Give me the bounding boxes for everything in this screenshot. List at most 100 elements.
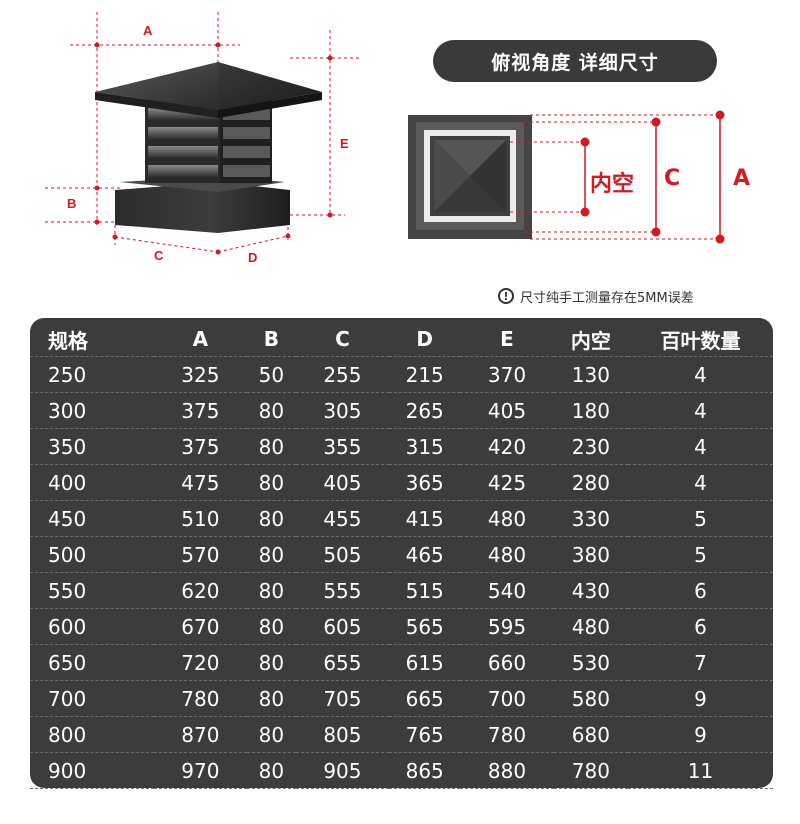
table-cell: 80 <box>247 645 296 681</box>
table-cell: 965 <box>389 789 460 824</box>
table-cell: 80 <box>247 429 296 465</box>
table-cell: 405 <box>460 393 554 429</box>
table-cell: 580 <box>554 681 628 717</box>
table-cell: 970 <box>154 753 248 789</box>
table-cell: 480 <box>460 501 554 537</box>
table-cell: 540 <box>460 573 554 609</box>
table-cell: 1075 <box>154 789 248 824</box>
table-cell: 680 <box>554 717 628 753</box>
table-cell: 415 <box>389 501 460 537</box>
table-cell: 1000 <box>30 789 154 824</box>
table-header-cell: C <box>296 322 390 357</box>
table-cell: 670 <box>154 609 248 645</box>
table-cell: 900 <box>30 753 154 789</box>
table-cell: 465 <box>389 537 460 573</box>
dim-label-c: C <box>154 248 163 263</box>
table-cell: 780 <box>460 717 554 753</box>
table-cell: 50 <box>247 357 296 393</box>
table-cell: 380 <box>554 537 628 573</box>
dim-label-d: D <box>248 250 257 265</box>
table-cell: 595 <box>460 609 554 645</box>
table-cell: 720 <box>154 645 248 681</box>
table-cell: 80 <box>247 681 296 717</box>
table-cell: 565 <box>389 609 460 645</box>
table-cell: 330 <box>554 501 628 537</box>
top-label-c: C <box>664 166 680 191</box>
table-cell: 215 <box>389 357 460 393</box>
dim-label-a: A <box>143 23 152 38</box>
table-cell: 265 <box>389 393 460 429</box>
table-cell: 300 <box>30 393 154 429</box>
table-cell: 700 <box>460 681 554 717</box>
table-header-cell: 规格 <box>30 322 154 357</box>
table-cell: 620 <box>154 573 248 609</box>
table-cell: 805 <box>296 717 390 753</box>
table-cell: 600 <box>30 609 154 645</box>
table-cell: 325 <box>154 357 248 393</box>
table-header-cell: 百叶数量 <box>628 322 773 357</box>
table-cell: 480 <box>554 609 628 645</box>
table-cell: 400 <box>30 465 154 501</box>
table-cell: 80 <box>247 393 296 429</box>
table-cell: 1005 <box>296 789 390 824</box>
table-cell: 255 <box>296 357 390 393</box>
table-cell: 80 <box>247 609 296 645</box>
table-cell: 615 <box>389 645 460 681</box>
table-cell: 480 <box>460 537 554 573</box>
table-cell: 80 <box>247 465 296 501</box>
table-cell: 305 <box>296 393 390 429</box>
table-cell: 505 <box>296 537 390 573</box>
table-cell: 9 <box>628 717 773 753</box>
table-cell: 315 <box>389 429 460 465</box>
top-view-title-pill: 俯视角度 详细尺寸 <box>433 40 717 82</box>
table-cell: 4 <box>628 429 773 465</box>
table-cell: 80 <box>247 717 296 753</box>
table-cell: 250 <box>30 357 154 393</box>
table-cell: 650 <box>30 645 154 681</box>
table-cell: 455 <box>296 501 390 537</box>
table-cell: 655 <box>296 645 390 681</box>
table-cell: 880 <box>554 789 628 824</box>
table-cell: 430 <box>554 573 628 609</box>
table-cell: 365 <box>389 465 460 501</box>
table-cell: 765 <box>389 717 460 753</box>
table-cell: 420 <box>460 429 554 465</box>
table-header-cell: 内空 <box>554 322 628 357</box>
table-cell: 6 <box>628 573 773 609</box>
table-cell: 80 <box>247 573 296 609</box>
table-cell: 4 <box>628 393 773 429</box>
table-cell: 130 <box>554 357 628 393</box>
table-cell: 11 <box>628 753 773 789</box>
table-cell: 355 <box>296 429 390 465</box>
table-cell: 375 <box>154 429 248 465</box>
table-cell: 405 <box>296 465 390 501</box>
table-cell: 1075 <box>460 789 554 824</box>
table-cell: 11 <box>628 789 773 824</box>
notice-text: 尺寸纯手工测量存在5MM误差 <box>520 287 694 306</box>
table-cell: 370 <box>460 357 554 393</box>
table-cell: 905 <box>296 753 390 789</box>
table-cell: 570 <box>154 537 248 573</box>
dim-label-e: E <box>340 136 349 151</box>
measurement-notice: ! 尺寸纯手工测量存在5MM误差 <box>498 285 694 307</box>
table-cell: 780 <box>554 753 628 789</box>
table-cell: 700 <box>30 681 154 717</box>
table-header-cell: B <box>247 322 296 357</box>
table-cell: 780 <box>154 681 248 717</box>
table-cell: 4 <box>628 465 773 501</box>
table-cell: 870 <box>154 717 248 753</box>
table-header-cell: E <box>460 322 554 357</box>
table-cell: 515 <box>389 573 460 609</box>
table-cell: 7 <box>628 645 773 681</box>
table-cell: 230 <box>554 429 628 465</box>
